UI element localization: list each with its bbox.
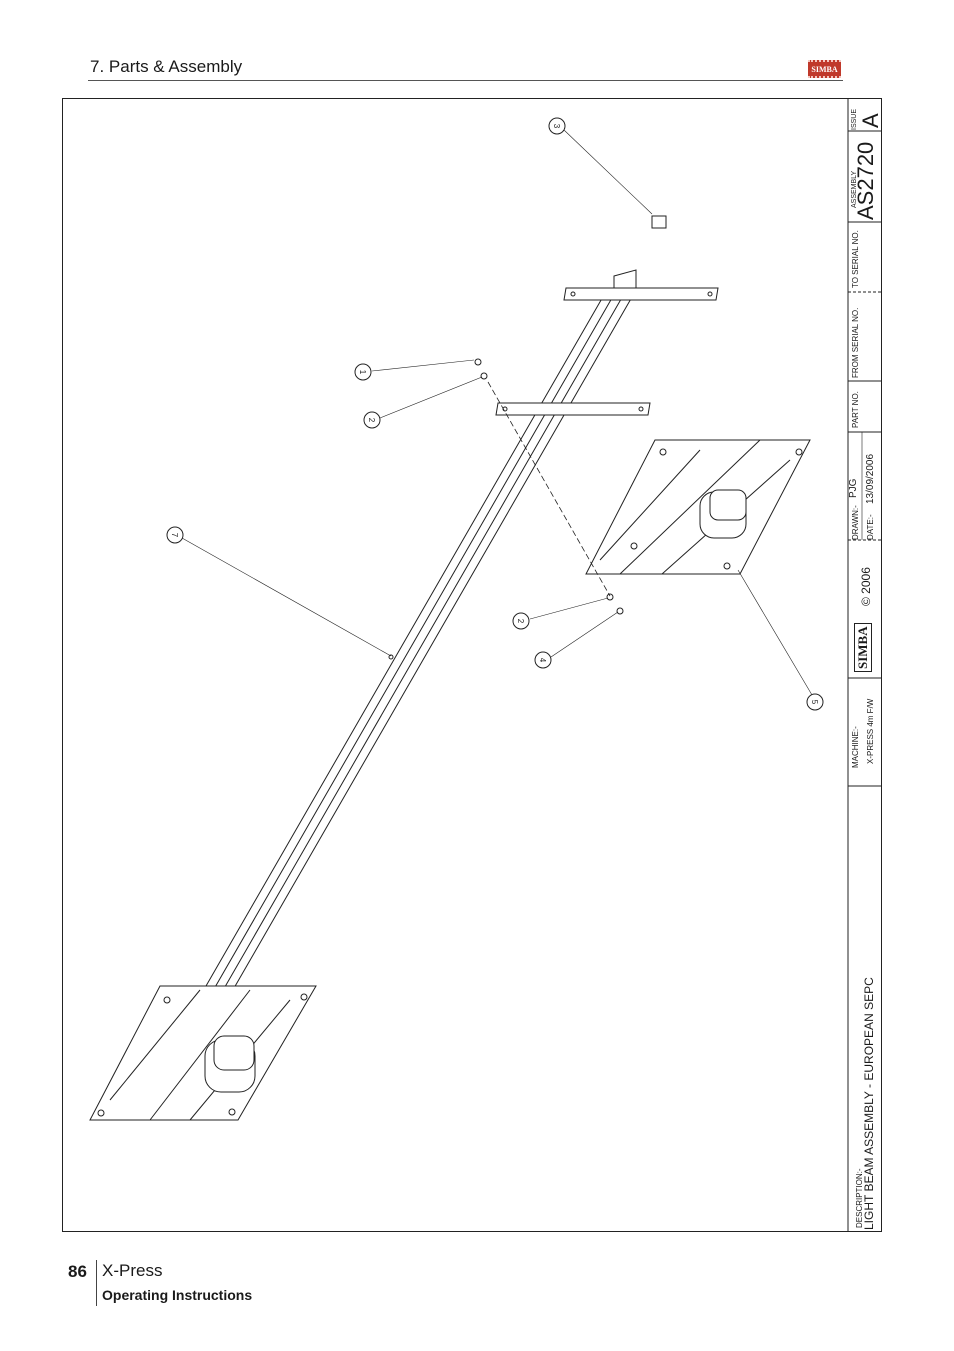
drawn-label: DRAWN:- (851, 505, 860, 540)
balloon-labels: 3 1 2 7 2 4 5 (170, 124, 819, 705)
balloon-label: 7 (170, 533, 179, 538)
page-number: 86 (68, 1262, 87, 1281)
to-serial-label: TO SERIAL NO. (851, 230, 860, 288)
balloon-label: 2 (516, 619, 525, 624)
copyright: © 2006 (859, 567, 873, 606)
footer-divider (96, 1260, 97, 1306)
description-value: LIGHT BEAM ASSEMBLY - EUROPEAN SEPC (862, 977, 876, 1230)
mounting-brackets (495, 287, 719, 416)
leader-lines (181, 129, 813, 696)
date-label: DATE:- (866, 514, 875, 540)
balloon-label: 5 (810, 700, 819, 705)
machine-label: MACHINE:- (851, 726, 860, 768)
issue-label: ISSUE (851, 108, 858, 130)
header-divider (88, 80, 843, 81)
balloon-circles (166, 117, 824, 711)
lamp-plate-left (89, 985, 317, 1121)
fasteners (388, 215, 667, 660)
part-no-label: PART NO. (851, 391, 860, 428)
balloon-label: 1 (358, 370, 367, 375)
drawing-frame (62, 98, 882, 1232)
issue-value: A (858, 113, 883, 128)
product-name: X-Press (102, 1261, 163, 1280)
balloon-label: 4 (538, 658, 547, 663)
title-block-logo: SIMBA (854, 623, 872, 672)
assembly-number: AS2720 (853, 141, 878, 220)
logo-text: SIMBA (811, 64, 838, 74)
machine-value: X-PRESS 4m F/W (866, 698, 875, 764)
title-block-grid (847, 98, 882, 1232)
date-value: 13/09/2006 (865, 453, 876, 504)
lamp-plate-right (585, 439, 811, 575)
balloon-label: 2 (367, 418, 376, 423)
from-serial-label: FROM SERIAL NO. (851, 307, 860, 378)
section-title: 7. Parts & Assembly (90, 57, 243, 76)
beam (205, 269, 637, 996)
simba-logo: SIMBA (808, 60, 841, 78)
balloon-label: 3 (552, 124, 561, 129)
hidden-line (487, 381, 611, 597)
document-subtitle: Operating Instructions (102, 1287, 253, 1303)
drawn-value: PJG (848, 478, 859, 498)
